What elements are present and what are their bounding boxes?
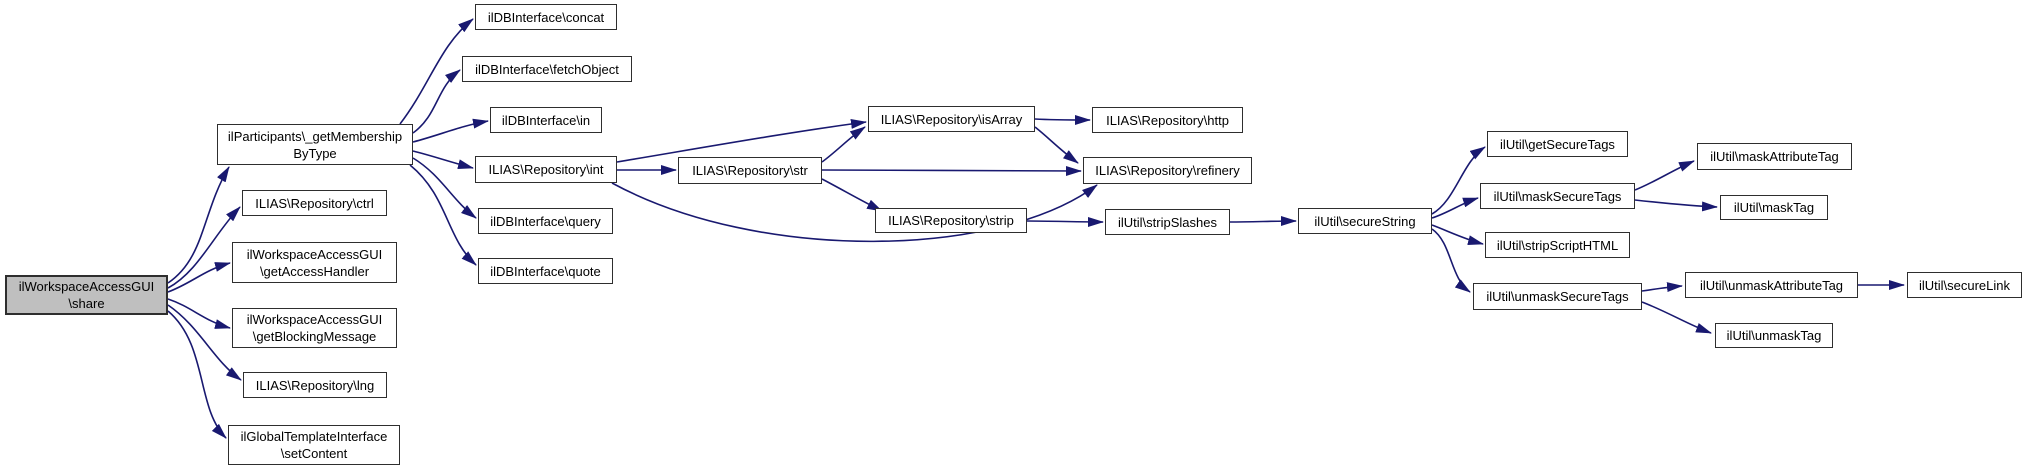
node-securelink[interactable]: ilUtil\secureLink [1907, 272, 2022, 298]
node-int[interactable]: ILIAS\Repository\int [475, 156, 617, 183]
edge-unmasksecuretags-to-unmasktag [1641, 301, 1712, 334]
edge-securestring-to-stripscripthtml [1431, 224, 1484, 246]
node-unmasktag[interactable]: ilUtil\unmaskTag [1715, 323, 1833, 348]
node-getsecuretags-label: ilUtil\getSecureTags [1500, 136, 1615, 152]
node-fetchobject-label: ilDBInterface\fetchObject [475, 61, 619, 77]
node-query[interactable]: ilDBInterface\query [478, 208, 613, 234]
node-int-label: ILIAS\Repository\int [488, 162, 604, 177]
node-getblockingmessage-label: ilWorkspaceAccessGUI [246, 312, 383, 327]
node-unmasksecuretags[interactable]: ilUtil\unmaskSecureTags [1473, 283, 1642, 310]
node-setcontent-label2: \setContent [280, 446, 348, 461]
edge-strip-to-stripslashes [1026, 216, 1104, 227]
node-isarray-label: ILIAS\Repository\isArray [880, 111, 1023, 127]
node-getblockingmessage-label2: \getBlockingMessage [252, 329, 377, 344]
node-getmembershipbytype-label2: ByType [293, 145, 337, 161]
node-str[interactable]: ILIAS\Repository\str [678, 157, 822, 184]
node-setcontent[interactable]: ilGlobalTemplateInterface \setContent [228, 425, 400, 465]
edge-masksecuretags-to-maskattributetag [1634, 160, 1695, 191]
node-share-label2: \share [68, 296, 105, 311]
node-unmasksecuretags-label: ilUtil\unmaskSecureTags [1486, 289, 1629, 304]
edge-securestring-to-masksecuretags [1431, 197, 1479, 219]
node-securelink-label: ilUtil\secureLink [1918, 277, 2011, 293]
edge-share-to-getblockingmessage [167, 298, 231, 329]
node-getsecuretags[interactable]: ilUtil\getSecureTags [1487, 131, 1628, 157]
node-concat[interactable]: ilDBInterface\concat [475, 4, 617, 30]
edge-unmasksecuretags-to-unmaskattributetag [1641, 282, 1683, 293]
node-masktag-label: ilUtil\maskTag [1733, 200, 1815, 215]
node-getmembershipbytype[interactable]: ilParticipants\_getMembership ByType [217, 124, 413, 165]
edge-share-to-setcontent [167, 310, 227, 439]
edge-getmembershipbytype-to-fetchobject [412, 69, 461, 134]
node-lng[interactable]: ILIAS\Repository\lng [243, 372, 387, 398]
node-fetchobject[interactable]: ilDBInterface\fetchObject [462, 56, 632, 82]
node-getblockingmessage[interactable]: ilWorkspaceAccessGUI \getBlockingMessage [232, 308, 397, 348]
node-http[interactable]: ILIAS\Repository\http [1092, 107, 1243, 133]
node-lng-label: ILIAS\Repository\lng [255, 377, 375, 393]
node-stripscripthtml-label: ilUtil\stripScriptHTML [1496, 237, 1619, 253]
node-stripslashes[interactable]: ilUtil\stripSlashes [1105, 209, 1230, 235]
node-in-label: ilDBInterface\in [501, 112, 591, 128]
node-strip-label: ILIAS\Repository\strip [888, 213, 1014, 228]
node-in[interactable]: ilDBInterface\in [490, 107, 602, 133]
edge-isarray-to-http [1034, 114, 1091, 125]
edge-isarray-to-refinery [1034, 126, 1079, 164]
edge-share-to-ctrl [167, 206, 241, 289]
node-securestring[interactable]: ilUtil\secureString [1298, 208, 1432, 234]
node-quote-label: ilDBInterface\quote [490, 263, 601, 279]
edge-share-to-lng [167, 304, 242, 381]
node-quote[interactable]: ilDBInterface\quote [478, 258, 613, 284]
edge-int-to-refinery [611, 182, 1098, 243]
node-getaccesshandler[interactable]: ilWorkspaceAccessGUI \getAccessHandler [232, 242, 397, 283]
edge-share-to-getmembershipbytype [167, 166, 230, 284]
node-query-label: ilDBInterface\query [490, 213, 601, 229]
node-stripslashes-label: ilUtil\stripSlashes [1118, 214, 1217, 230]
node-concat-label: ilDBInterface\concat [487, 9, 605, 25]
node-refinery-label: ILIAS\Repository\refinery [1095, 163, 1240, 178]
node-isarray[interactable]: ILIAS\Repository\isArray [868, 106, 1035, 132]
node-str-label: ILIAS\Repository\str [692, 163, 808, 178]
edge-str-to-refinery [821, 165, 1082, 176]
edge-getmembershipbytype-to-quote [409, 164, 477, 266]
edge-securestring-to-getsecuretags [1431, 146, 1486, 215]
node-setcontent-label: ilGlobalTemplateInterface [240, 429, 388, 444]
node-share-label: ilWorkspaceAccessGUI [18, 279, 155, 294]
edge-stripslashes-to-securestring [1229, 216, 1297, 227]
node-ctrl-label: ILIAS\Repository\ctrl [255, 195, 374, 211]
node-ctrl[interactable]: ILIAS\Repository\ctrl [242, 190, 387, 216]
node-masksecuretags-label: ilUtil\maskSecureTags [1493, 188, 1622, 204]
edge-securestring-to-unmasksecuretags [1431, 228, 1471, 293]
node-getmembershipbytype-label: ilParticipants\_getMembership [227, 128, 403, 144]
edge-getmembershipbytype-to-in [412, 118, 489, 143]
node-masktag[interactable]: ilUtil\maskTag [1720, 195, 1828, 220]
edge-getmembershipbytype-to-int [412, 150, 474, 170]
node-stripscripthtml[interactable]: ilUtil\stripScriptHTML [1485, 232, 1630, 258]
node-unmaskattributetag-label: ilUtil\unmaskAttributeTag [1699, 277, 1844, 293]
node-unmaskattributetag[interactable]: ilUtil\unmaskAttributeTag [1685, 272, 1858, 298]
node-getaccesshandler-label2: \getAccessHandler [259, 263, 370, 279]
edge-str-to-strip [821, 178, 883, 212]
edge-getmembershipbytype-to-concat [399, 18, 474, 125]
edge-getmembershipbytype-to-query [412, 157, 477, 219]
edge-masksecuretags-to-masktag [1634, 199, 1718, 212]
node-getaccesshandler-label: ilWorkspaceAccessGUI [246, 246, 383, 262]
node-share[interactable]: ilWorkspaceAccessGUI \share [5, 275, 168, 315]
node-maskattributetag-label: ilUtil\maskAttributeTag [1710, 149, 1839, 164]
node-strip[interactable]: ILIAS\Repository\strip [875, 208, 1027, 233]
node-unmasktag-label: ilUtil\unmaskTag [1726, 328, 1822, 343]
node-refinery[interactable]: ILIAS\Repository\refinery [1083, 157, 1252, 184]
node-masksecuretags[interactable]: ilUtil\maskSecureTags [1480, 183, 1635, 209]
edge-int-to-isarray [616, 119, 867, 163]
node-maskattributetag[interactable]: ilUtil\maskAttributeTag [1697, 143, 1852, 170]
node-http-label: ILIAS\Repository\http [1106, 112, 1229, 128]
edge-share-to-getaccesshandler [167, 262, 231, 293]
edge-str-to-isarray [821, 126, 866, 163]
node-securestring-label: ilUtil\secureString [1314, 213, 1416, 229]
